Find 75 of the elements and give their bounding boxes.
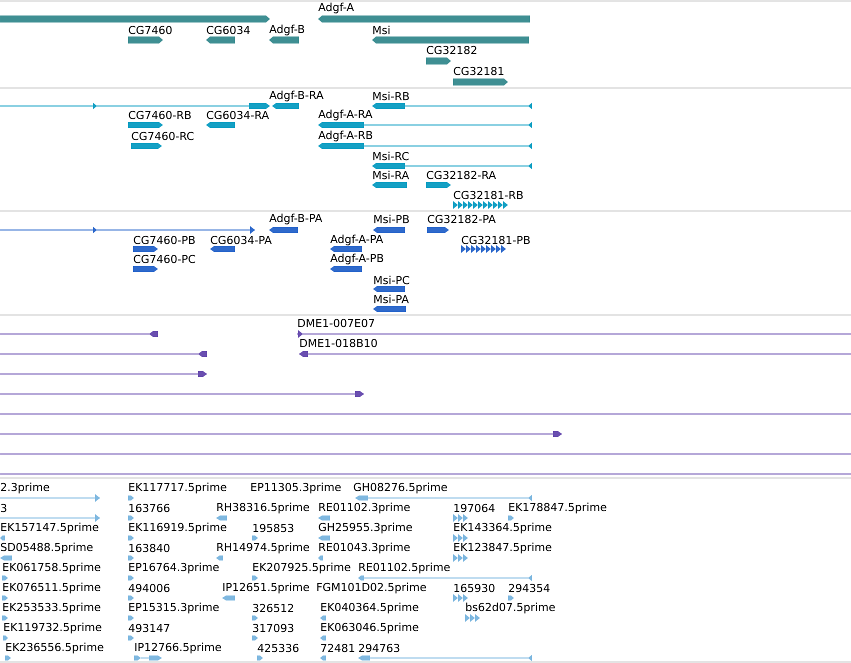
feature-label: Msi-PA <box>374 294 409 304</box>
feature-label: Adgf-A <box>318 2 354 14</box>
feature-label: bs62d07.5prime <box>466 602 555 614</box>
feature-label: EK119732.5prime <box>4 622 102 634</box>
feature-label: 2.3prime <box>1 482 50 494</box>
feature-label: RH38316.5prime <box>217 502 310 514</box>
feature-label: EK063046.5prime <box>321 622 418 634</box>
feature-label: GH08276.5prime <box>354 482 447 494</box>
feature-label: 197064 <box>454 504 495 512</box>
feature-label: GH25955.3prime <box>318 522 412 534</box>
feature-label: Adgf-B <box>269 24 304 36</box>
feature-label: CG7460-RC <box>132 132 194 140</box>
feature-label: 294354 <box>509 584 550 592</box>
feature-label: Msi-RB <box>373 92 409 100</box>
feature-label: RE01102.5prime <box>359 562 450 574</box>
feature-label: EK143364.5prime <box>454 522 552 534</box>
feature-label: EP16764.3prime <box>129 562 219 574</box>
feature-label: Adgf-A-RA <box>318 110 372 120</box>
feature-label: DME1-018B10 <box>300 338 377 348</box>
feature-label: 425336 <box>258 644 298 652</box>
feature-label: 294763 <box>359 644 400 652</box>
feature-label: EP15315.3prime <box>129 602 219 614</box>
feature-label: 3 <box>1 504 6 512</box>
feature-label: Msi-RA <box>373 170 410 180</box>
feature-label: EK117717.5prime <box>129 482 226 494</box>
feature-label: 493147 <box>128 624 170 632</box>
feature-label: IP12766.5prime <box>135 642 222 654</box>
feature-label: CG32182-RA <box>426 170 496 180</box>
feature-label: EP11305.3prime <box>251 482 341 494</box>
feature-label: CG32182-PA <box>428 214 496 224</box>
feature-label: RH14974.5prime <box>217 542 310 554</box>
feature-label: CG6034-RA <box>206 110 269 120</box>
feature-label: EK207925.5prime <box>253 562 350 574</box>
feature-label: Msi-PB <box>374 214 409 224</box>
feature-label: 163766 <box>129 504 170 512</box>
feature-label: IP12651.5prime <box>223 582 310 594</box>
feature-label: 494006 <box>128 584 170 592</box>
feature-label: CG7460-RB <box>128 110 191 120</box>
feature-label: CG32182 <box>426 46 476 54</box>
feature-label: EK157147.5prime <box>1 522 98 534</box>
feature-label: CG7460-PC <box>134 254 196 264</box>
feature-label: CG32181 <box>454 66 504 76</box>
feature-label: CG32181-RB <box>454 190 523 200</box>
feature-label: 195853 <box>253 524 294 532</box>
feature-label: CG6034 <box>206 26 250 34</box>
feature-label: EK040364.5prime <box>321 602 418 614</box>
feature-label: EK123847.5prime <box>454 542 552 554</box>
feature-label: Adgf-A-RB <box>318 130 372 142</box>
feature-label: EK178847.5prime <box>509 502 606 514</box>
feature-label: Adgf-B-PA <box>269 214 322 224</box>
feature-label: 72481 <box>321 644 354 652</box>
feature-label: EK076511.5prime <box>3 582 100 594</box>
feature-label: FGM101D02.5prime <box>317 582 426 594</box>
feature-label: DME1-007E07 <box>298 318 374 328</box>
feature-label: Msi-RC <box>373 152 409 160</box>
feature-label: RE01043.3prime <box>319 542 410 554</box>
feature-label: CG7460 <box>128 26 172 34</box>
feature-label: Adgf-B-RA <box>269 90 324 102</box>
feature-label: EK253533.5prime <box>3 602 100 614</box>
feature-label: Adgf-A-PB <box>330 254 384 264</box>
feature-label: 326512 <box>253 604 294 612</box>
feature-label: Msi-PC <box>374 276 410 284</box>
feature-label: CG7460-PB <box>134 236 195 244</box>
feature-label: CG6034-PA <box>210 236 272 244</box>
feature-label: Msi <box>373 26 390 34</box>
feature-label: CG32181-PB <box>462 236 530 244</box>
feature-label: 165930 <box>454 584 494 592</box>
feature-label: Adgf-A-PA <box>330 234 384 246</box>
feature-label: EK236556.5prime <box>6 642 104 654</box>
feature-label: 317093 <box>253 624 294 632</box>
feature-label: 163840 <box>129 544 170 552</box>
feature-label: EK061758.5prime <box>3 562 100 574</box>
feature-label: EK116919.5prime <box>129 522 226 534</box>
feature-label: RE01102.3prime <box>319 502 410 514</box>
feature-label: SD05488.5prime <box>0 542 93 554</box>
